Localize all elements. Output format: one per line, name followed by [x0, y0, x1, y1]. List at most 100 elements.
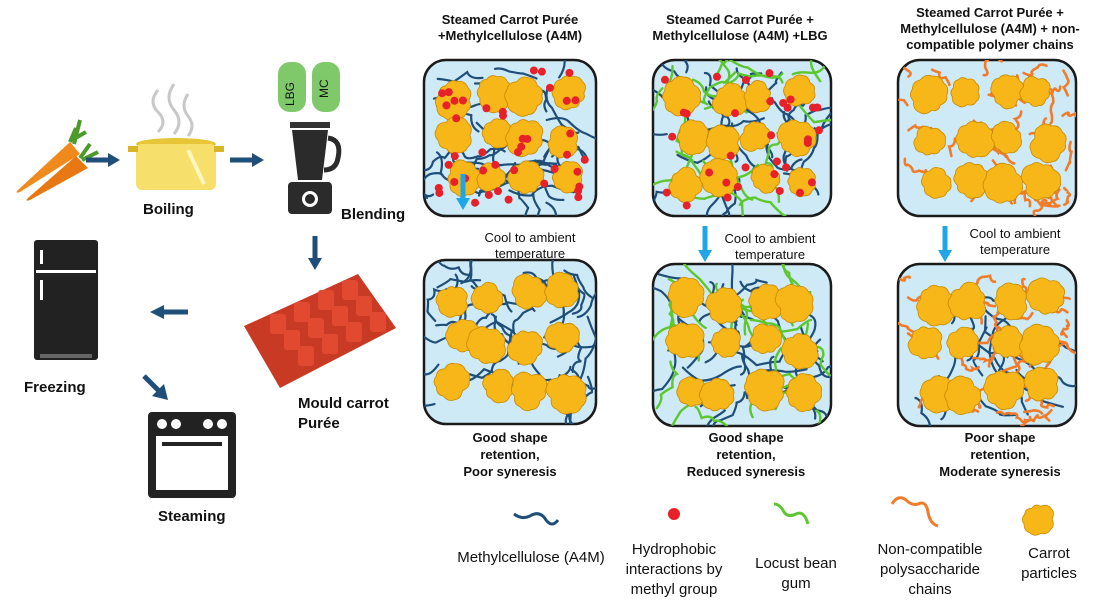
carrot-particle [907, 326, 943, 360]
lbg-chain [749, 318, 813, 334]
noncompat-chain [898, 316, 915, 334]
hydrophobic-dot [434, 183, 443, 192]
legend-noncompat-chain-icon [890, 496, 939, 528]
title-line: Steamed Carrot Purée + [666, 12, 814, 27]
mc-chain [705, 195, 721, 216]
hydrophobic-dot [563, 150, 572, 159]
hydrophobic-dot [550, 164, 559, 173]
hydrophobic-dot [723, 193, 732, 202]
mc-chain [684, 60, 700, 74]
mc-chain [914, 396, 944, 426]
noncompat-chain [1061, 111, 1076, 120]
mc-chain [424, 363, 440, 376]
hydrophobic-dot [510, 166, 519, 175]
lbg-jar-label: LBG [283, 81, 297, 106]
carrot-particle [916, 284, 959, 327]
hydrophobic-dot [442, 101, 451, 110]
hydrophobic-dot [540, 179, 549, 188]
hydrophobic-dot [741, 76, 750, 85]
mc-chain [424, 188, 435, 198]
lbg-chain [694, 405, 737, 426]
hydrophobic-dot [814, 126, 823, 135]
hydrophobic-dot [545, 83, 554, 92]
legend-carrot-label: Carrot particles [1004, 544, 1094, 584]
legend-lbg-line2: gum [781, 575, 811, 592]
legend-nc-line3: chains [908, 581, 952, 598]
noncompat-chain [972, 356, 991, 367]
step-blending: Blending [341, 206, 406, 223]
title-line: Methylcellulose (A4M) +LBG [652, 28, 828, 43]
hydrophobic-dot [562, 96, 571, 105]
hydrophobic-dot [770, 170, 779, 179]
hydrophobic-dot [566, 129, 575, 138]
hydrophobic-dot [529, 66, 538, 75]
title-line: Steamed Carrot Purée [441, 12, 579, 27]
mc-chain [493, 67, 538, 80]
noncompat-chain [1049, 93, 1055, 125]
legend-mc-chain-icon [513, 512, 560, 526]
legend-hydrophobic-label: Hydrophobic interactions by methyl group [612, 540, 736, 600]
noncompat-chain [982, 60, 1003, 77]
result-line: Reduced syneresis [686, 464, 806, 479]
legend-nc-line2: polysaccharide [879, 561, 981, 578]
mc-chain [548, 60, 566, 79]
hydrophobic-dot [438, 89, 447, 98]
hydrophobic-dot [660, 75, 669, 84]
mc-chain [988, 316, 1009, 374]
flow-arrow-5 [142, 374, 168, 400]
carrot-particle [667, 276, 705, 318]
carrot-particle [711, 82, 748, 117]
legend-lbg-line1: Locust bean [755, 555, 837, 572]
mc-jar-label: MC [317, 79, 331, 98]
carrot-particle [955, 120, 995, 158]
carrot-particle [1025, 277, 1065, 315]
hydrophobic-dot [682, 201, 691, 210]
legend-noncompat-label: Non-compatible polysaccharide chains [860, 540, 1000, 600]
legend-carrot-particle-icon [1021, 504, 1054, 536]
legend-hydrophobic-dot-icon [668, 508, 680, 520]
flow-arrow-2 [230, 153, 264, 167]
step-boiling: Boiling [143, 201, 194, 218]
hydrophobic-dot [574, 193, 583, 202]
hydrophobic-dot [726, 151, 735, 160]
hydrophobic-dot [767, 131, 776, 140]
hydrophobic-dot [713, 72, 722, 81]
result-line: retention, [716, 447, 776, 462]
hydrophobic-dot [722, 178, 731, 187]
legend-mc-label: Methylcellulose (A4M) [457, 549, 605, 566]
noncompat-chain [1062, 69, 1070, 97]
hydrophobic-dot [491, 160, 500, 169]
hydrophobic-dot [772, 157, 781, 166]
lbg-chain [655, 360, 680, 410]
title-line: Methylcellulose (A4M) + non- [900, 21, 1080, 36]
mc-chain [545, 117, 596, 143]
carrot-particle [983, 370, 1025, 411]
mc-chain [798, 122, 831, 179]
title-line: Steamed Carrot Purée + [916, 5, 1064, 20]
hydrophobic-dot [679, 108, 688, 117]
carrot-particle [743, 80, 773, 114]
result-line: Good shape [708, 430, 784, 445]
panel-3-after [896, 262, 1078, 428]
panel-2-result: Good shape retention, Reduced syneresis [664, 429, 828, 480]
mc-chain [563, 269, 593, 299]
hydrophobic-dot [450, 152, 459, 161]
hydrophobic-dot [444, 88, 453, 97]
carrot-particle [990, 325, 1024, 358]
carrot-particle [1023, 366, 1059, 402]
step-freezing: Freezing [24, 379, 86, 396]
carrot-particle [947, 281, 986, 321]
cool-line: Cool to ambient [969, 226, 1061, 241]
cool-arrow-1 [456, 174, 470, 210]
noncompat-chain [1032, 198, 1048, 216]
legend-hydro-line3: methyl group [630, 581, 718, 598]
carrot-particle [748, 283, 785, 321]
hydrophobic-dot [484, 190, 493, 199]
mc-chain [681, 365, 742, 382]
cool-line: Cool to ambient [484, 230, 576, 245]
mc-chain [570, 368, 596, 391]
carrot-particle [668, 166, 703, 203]
hydrophobic-dot [766, 97, 775, 106]
panel-1-after [422, 258, 598, 426]
